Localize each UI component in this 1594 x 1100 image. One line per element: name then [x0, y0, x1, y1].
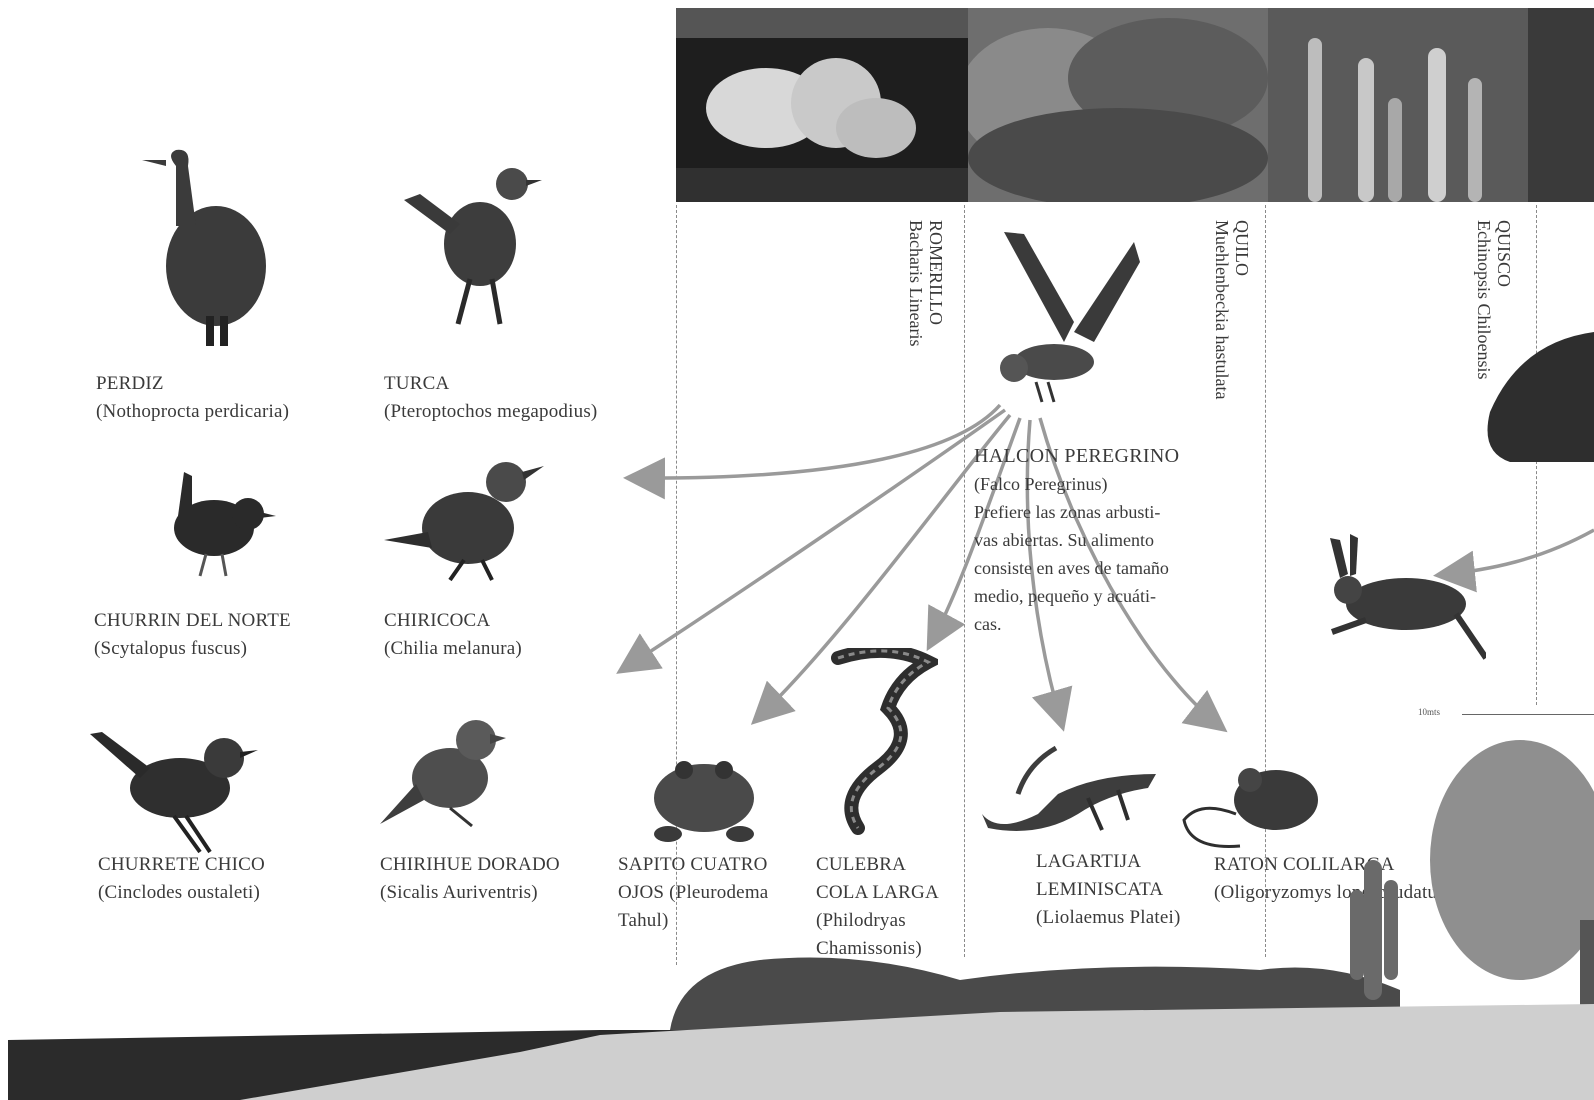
- tree-canopy: [1430, 740, 1594, 980]
- cactus: [1350, 860, 1398, 1000]
